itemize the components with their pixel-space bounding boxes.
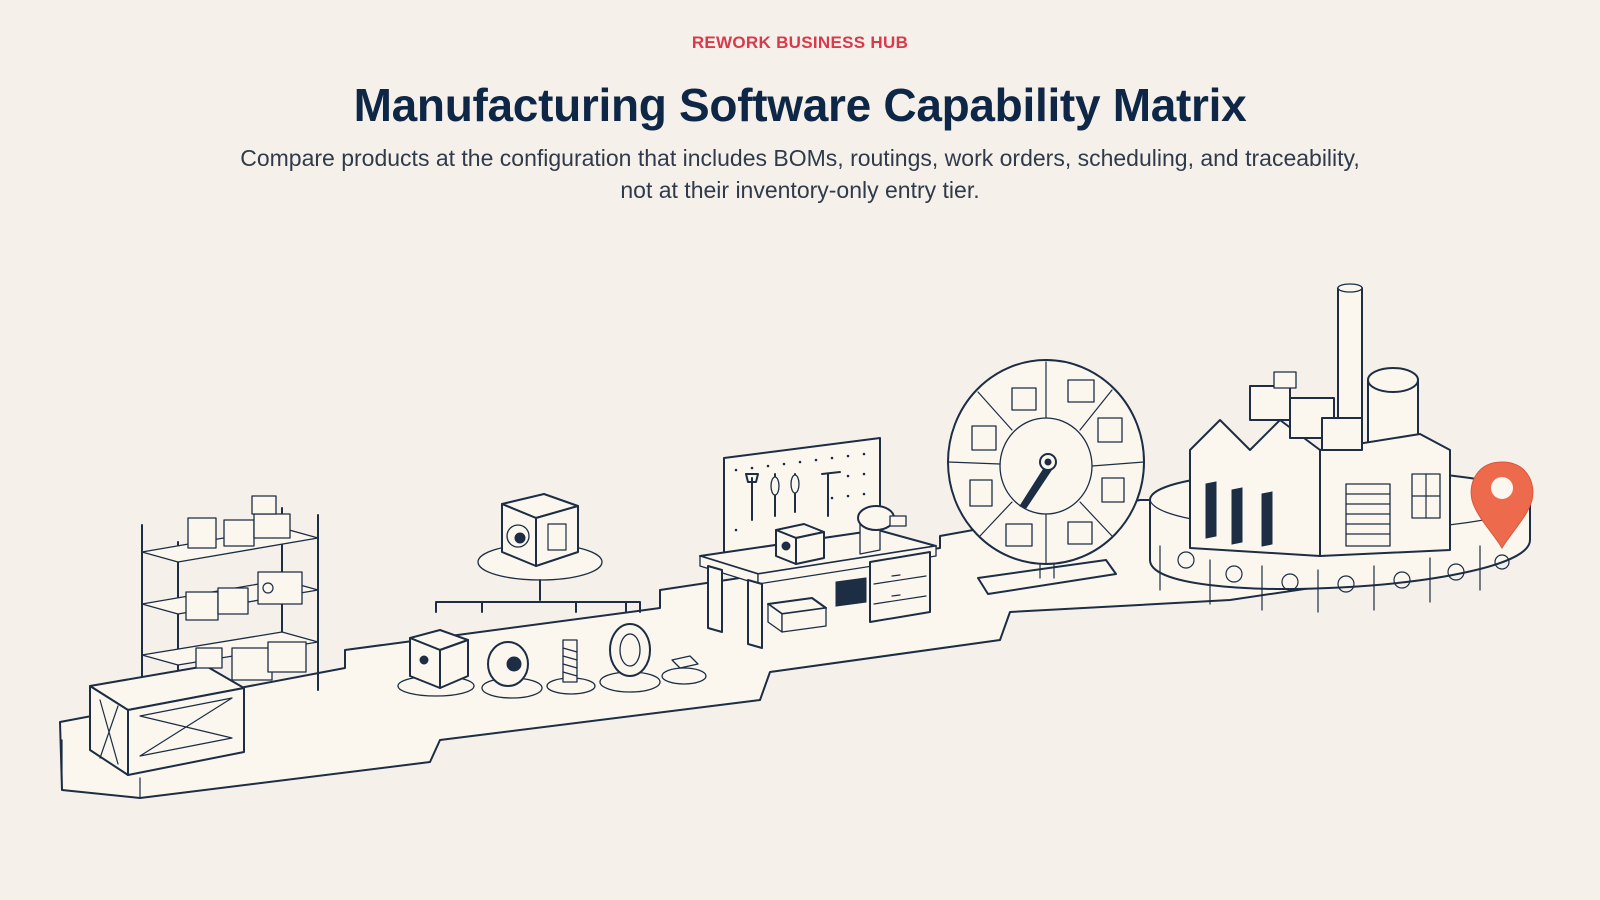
crate-icon <box>89 647 245 776</box>
bom-tree-icon <box>397 493 707 699</box>
inventory-shelf-icon <box>141 495 319 703</box>
location-pin-icon <box>1470 461 1534 550</box>
page-subtitle: Compare products at the configuration th… <box>240 145 1360 203</box>
factory-icon <box>1149 283 1531 613</box>
page-title: Manufacturing Software Capability Matrix <box>353 79 1247 131</box>
workbench-icon <box>699 437 937 649</box>
eyebrow-label: REWORK BUSINESS HUB <box>691 33 909 52</box>
scheduling-dial-icon <box>947 359 1145 595</box>
